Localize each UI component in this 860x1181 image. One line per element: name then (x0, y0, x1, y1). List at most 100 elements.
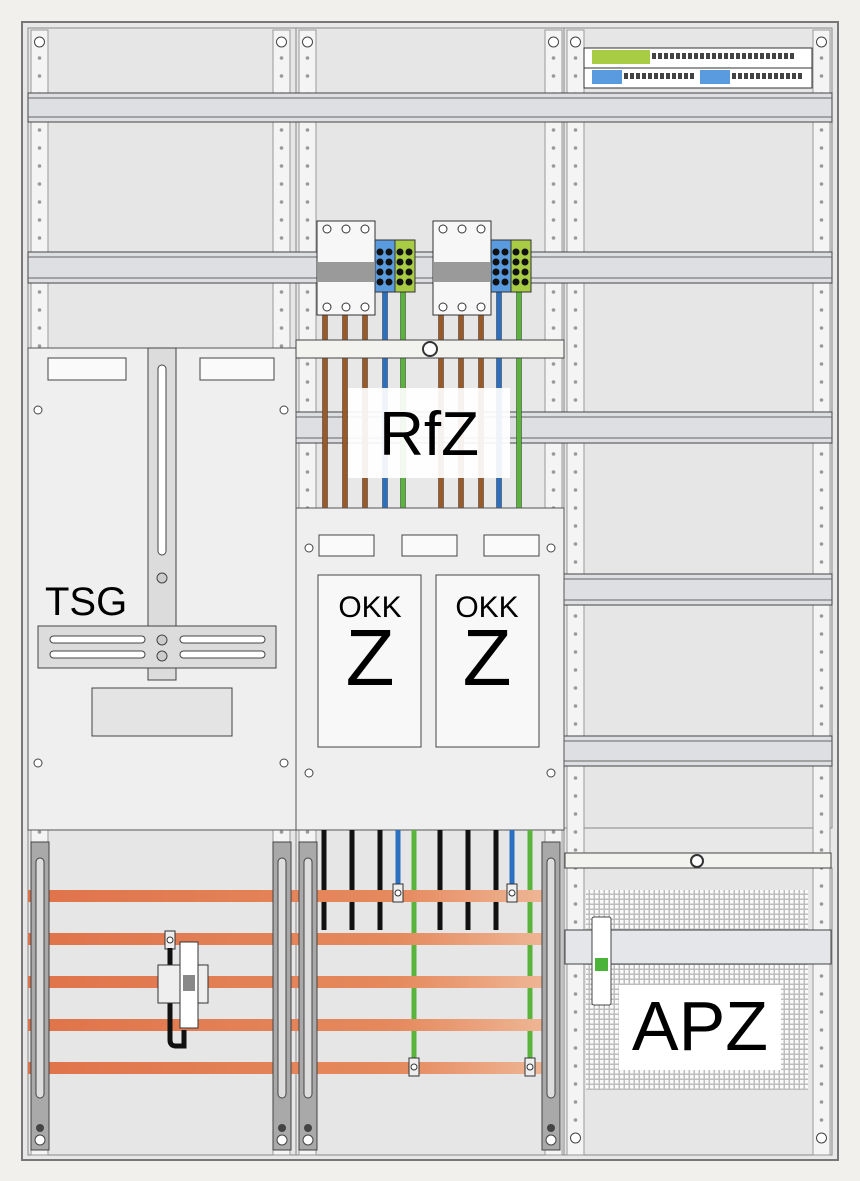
rail-hole (819, 686, 824, 690)
terminal-hole (396, 248, 404, 256)
screw-icon (34, 36, 45, 48)
tsg-label: TSG (45, 580, 127, 624)
support-slot (546, 857, 556, 1099)
rail-hole (573, 1118, 578, 1122)
terminal (762, 73, 766, 79)
rail-hole (819, 1028, 824, 1032)
screw-icon (156, 650, 168, 662)
terminal-hole (501, 268, 509, 276)
terminal-hole (501, 248, 509, 256)
rail-hole (819, 1046, 824, 1050)
okk-label-right: OKK (455, 591, 518, 624)
rail-hole (819, 182, 824, 186)
rail-hole (305, 308, 310, 312)
rail-hole (573, 722, 578, 726)
terminal (754, 53, 758, 59)
rail-hole (305, 164, 310, 168)
terminal (786, 73, 790, 79)
rail-hole (819, 812, 824, 816)
wire (465, 830, 471, 930)
wire (167, 948, 187, 1049)
terminal-hole (521, 258, 529, 266)
terminal (648, 73, 652, 79)
terminal (784, 53, 788, 59)
terminal (744, 73, 748, 79)
wire (342, 289, 348, 509)
screw-icon (438, 302, 448, 312)
rail-hole (573, 290, 578, 294)
rail-hole (551, 362, 556, 366)
screw-icon (156, 572, 168, 584)
rail-hole (305, 326, 310, 330)
screw-icon (302, 1134, 314, 1146)
rail-hole (279, 218, 284, 222)
terminal (654, 73, 658, 79)
screw-icon (438, 224, 448, 234)
rail-hole (305, 830, 310, 834)
rail-hole (573, 632, 578, 636)
rail-hole (305, 56, 310, 60)
terminal-hole (521, 268, 529, 276)
rail-hole (819, 794, 824, 798)
rail-hole (819, 1064, 824, 1068)
rail-hole (279, 182, 284, 186)
wire (395, 830, 401, 895)
terminal (774, 73, 778, 79)
terminal-hole (385, 258, 393, 266)
terminal (748, 53, 752, 59)
rail-hole (573, 1082, 578, 1086)
rail-hole (37, 200, 42, 204)
rail-hole (279, 830, 284, 834)
rail-hole (37, 830, 42, 834)
terminal (666, 73, 670, 79)
terminal (700, 53, 704, 59)
rail-hole (819, 200, 824, 204)
rail-hole (573, 344, 578, 348)
rail-hole (819, 722, 824, 726)
screw-icon (302, 36, 313, 48)
rail-hole (279, 74, 284, 78)
rail-hole (573, 704, 578, 708)
terminal (756, 73, 760, 79)
rail-hole (37, 308, 42, 312)
terminal-hole (521, 248, 529, 256)
rfz-label: RfZ (379, 400, 479, 469)
apz-label-box (619, 985, 781, 1070)
rail-hole (819, 848, 824, 852)
terminal-hole (385, 248, 393, 256)
terminal-hole (376, 268, 384, 276)
support-foot (278, 1124, 286, 1132)
screw-icon (457, 224, 467, 234)
rail-hole (819, 146, 824, 150)
rail-hole (305, 362, 310, 366)
okk-panel: OKK Z OKK Z (295, 507, 565, 831)
screw-icon (526, 1063, 534, 1071)
terminal (672, 73, 676, 79)
terminal (718, 53, 722, 59)
rail-hole (819, 614, 824, 618)
terminal (732, 73, 736, 79)
screw-icon (322, 302, 332, 312)
rail-hole (819, 884, 824, 888)
terminal-hole (492, 248, 500, 256)
terminal (766, 53, 770, 59)
meter-slot-left (317, 574, 422, 748)
wire (516, 289, 522, 509)
terminal-hole (501, 278, 509, 286)
rail-hole (305, 74, 310, 78)
busbar (28, 890, 556, 902)
rail-hole (551, 488, 556, 492)
rail-hole (573, 488, 578, 492)
panel-cell (295, 829, 565, 1156)
rail-hole (819, 452, 824, 456)
rail-hole (551, 470, 556, 474)
rail-hole (305, 236, 310, 240)
rail-hole (819, 560, 824, 564)
screw-icon (360, 302, 370, 312)
wire (437, 830, 443, 930)
terminal-hole (512, 278, 520, 286)
wire (377, 830, 383, 930)
rail-hole (573, 308, 578, 312)
rail-hole (819, 920, 824, 924)
rail-hole (819, 776, 824, 780)
